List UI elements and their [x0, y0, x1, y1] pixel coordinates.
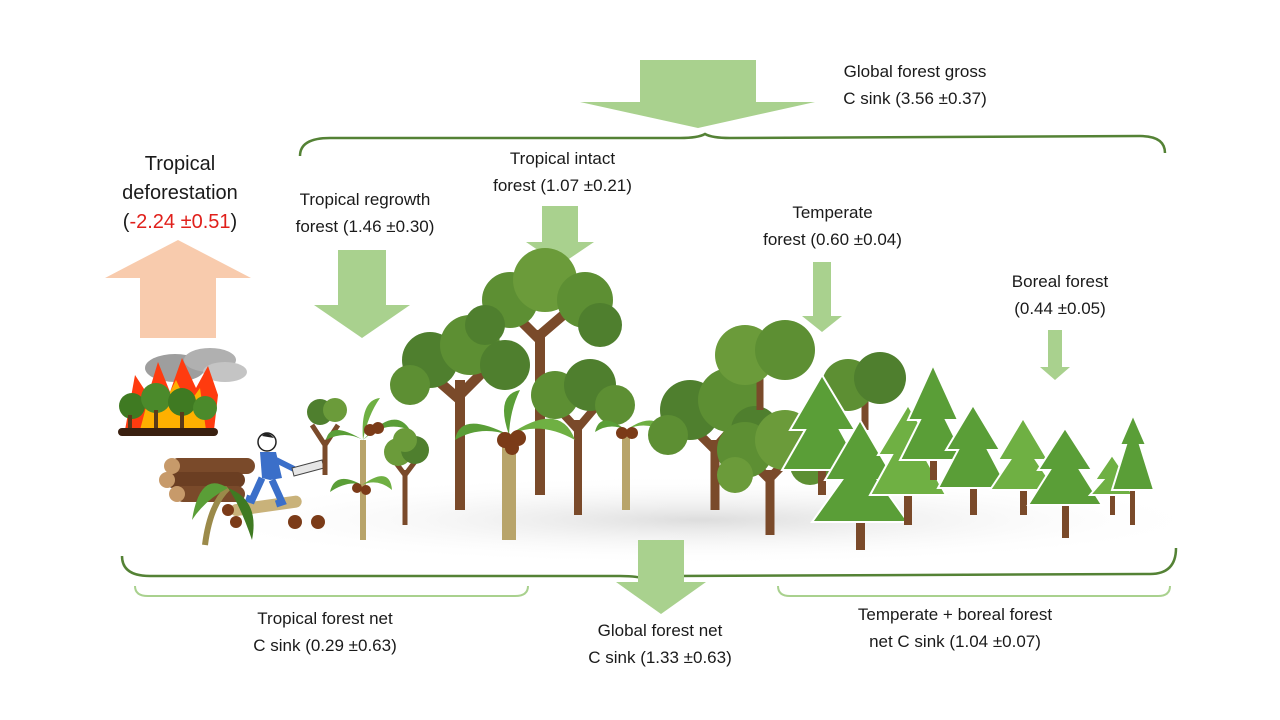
- paren-open: (: [122, 211, 130, 233]
- boreal-sink-arrow: [1040, 330, 1070, 380]
- deforestation-label: Tropical deforestation (-2.24 ±0.51): [95, 150, 265, 237]
- temperate-line1: Temperate: [792, 203, 873, 222]
- top-brace: [298, 132, 1167, 157]
- tropical-net-brace: [134, 585, 529, 597]
- gross-sink-label: Global forest gross C sink (3.56 ±0.37): [790, 58, 1040, 112]
- global-net-line2: C sink (1.33 ±0.63): [588, 648, 732, 667]
- boreal-line2: (0.44 ±0.05): [1014, 299, 1106, 318]
- fallen-palm-icon: [192, 483, 254, 546]
- gross-sink-line2: C sink (3.56 ±0.37): [843, 89, 987, 108]
- temperate-boreal-net-line2: net C sink (1.04 ±0.07): [869, 632, 1041, 651]
- gross-sink-line1: Global forest gross: [843, 62, 987, 81]
- boreal-label: Boreal forest (0.44 ±0.05): [985, 268, 1135, 322]
- global-net-label: Global forest net C sink (1.33 ±0.63): [560, 617, 760, 671]
- tropical-net-line1: Tropical forest net: [257, 609, 393, 628]
- lumberjack-icon: [244, 432, 325, 508]
- global-net-sink-arrow: [616, 540, 706, 614]
- boreal-line1: Boreal forest: [1011, 272, 1109, 291]
- regrowth-label: Tropical regrowth forest (1.46 ±0.30): [270, 186, 460, 240]
- tropical-regrowth-trees: [307, 398, 429, 540]
- temperate-boreal-net-line1: Temperate + boreal forest: [857, 605, 1053, 624]
- intact-line1: Tropical intact: [509, 149, 616, 168]
- tropical-net-label: Tropical forest net C sink (0.29 ±0.63): [225, 605, 425, 659]
- temperate-boreal-net-label: Temperate + boreal forest net C sink (1.…: [830, 601, 1080, 655]
- deforestation-value-line: (-2.24 ±0.51): [95, 208, 265, 237]
- deforestation-line2: deforestation: [122, 182, 238, 204]
- deforestation-line1: Tropical: [144, 153, 216, 175]
- temperate-boreal-net-brace: [777, 585, 1171, 597]
- temperate-sink-arrow: [802, 262, 842, 332]
- burning-forest-icon: [118, 348, 247, 436]
- tropical-net-line2: C sink (0.29 ±0.63): [253, 636, 397, 655]
- intact-label: Tropical intact forest (1.07 ±0.21): [470, 145, 655, 199]
- temperate-label: Temperate forest (0.60 ±0.04): [735, 199, 930, 253]
- regrowth-line2: forest (1.46 ±0.30): [295, 217, 435, 236]
- ground-shadow: [180, 475, 1220, 565]
- global-net-line1: Global forest net: [597, 621, 723, 640]
- deforestation-value: -2.24 ±0.51: [129, 211, 231, 233]
- deforestation-arrow: [105, 240, 251, 338]
- regrowth-sink-arrow: [314, 250, 410, 338]
- regrowth-line1: Tropical regrowth: [299, 190, 431, 209]
- conifer-trees: [780, 362, 1156, 550]
- temperate-line2: forest (0.60 ±0.04): [763, 230, 902, 249]
- gross-sink-arrow: [580, 60, 815, 128]
- paren-close: ): [230, 211, 238, 233]
- intact-line2: forest (1.07 ±0.21): [493, 176, 632, 195]
